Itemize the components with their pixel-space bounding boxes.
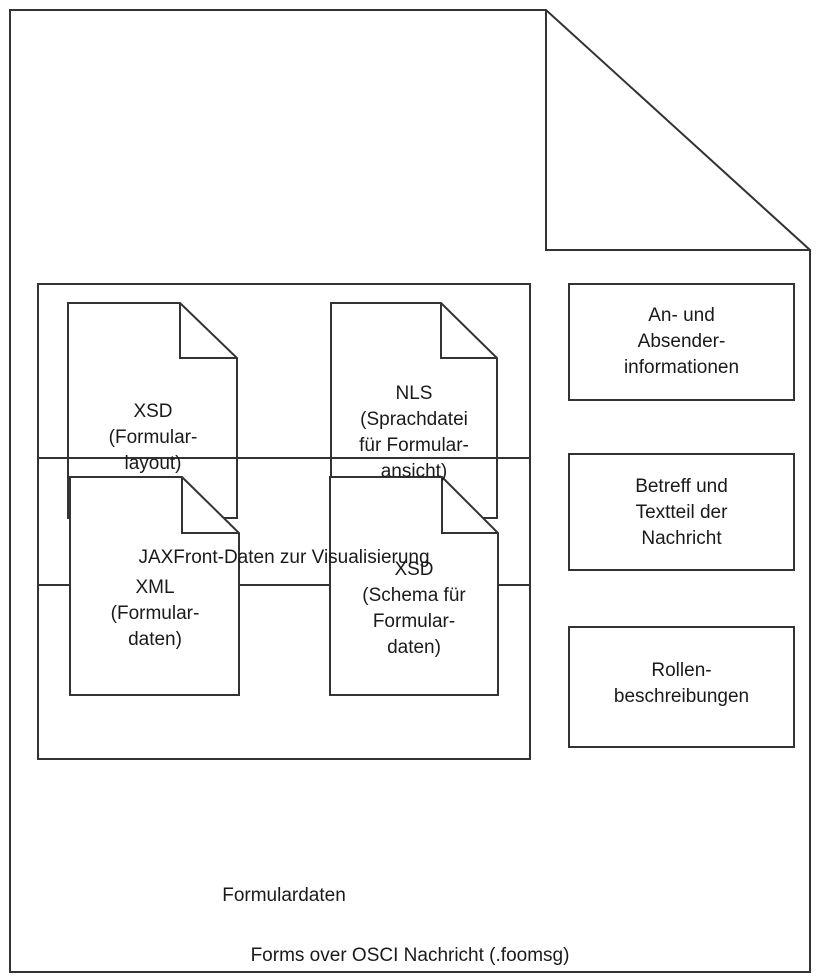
box-subject-text (568, 453, 795, 571)
file-icon-xsd-schema (329, 476, 499, 696)
visualization-group-caption: JAXFront-Daten zur Visualisierung (138, 547, 430, 568)
file-label-line: XSD (394, 559, 434, 580)
file-label-line: (Sprachdatei (360, 409, 468, 430)
box-label-line: Nachricht (641, 528, 722, 549)
file-label-line: ansicht) (380, 461, 448, 482)
box-role-descriptions-label: Rollen- beschreibungen (569, 658, 794, 710)
file-label-line: (Formular- (110, 603, 200, 624)
file-label-xsd-layout: XSD (Formular- layout) (78, 399, 228, 477)
file-label-line: daten) (128, 629, 182, 650)
file-label-line: XSD (133, 401, 173, 422)
file-icon-xml (69, 476, 240, 696)
file-label-xsd-schema: XSD (Schema für Formular- daten) (334, 557, 494, 661)
file-label-line: XML (135, 577, 175, 598)
file-label-line: NLS (395, 383, 433, 404)
box-label-line: Rollen- (651, 660, 712, 681)
file-label-line: daten) (387, 637, 441, 658)
box-label-line: Textteil der (635, 502, 728, 523)
file-label-line: Formular- (372, 611, 456, 632)
formdata-group-box-frame (37, 457, 531, 760)
box-label-line: An- und (648, 305, 715, 326)
box-subject-text-label: Betreff und Textteil der Nachricht (569, 474, 794, 552)
file-label-nls: NLS (Sprachdatei für Formular- ansicht) (334, 381, 494, 485)
box-label-line: informationen (623, 357, 740, 378)
box-role-descriptions (568, 626, 795, 748)
file-label-line: layout) (124, 453, 182, 474)
document-caption: Forms over OSCI Nachricht (.foomsg) (250, 945, 570, 966)
file-label-xml: XML (Formular- daten) (80, 575, 230, 653)
file-icon-xsd-layout (67, 302, 238, 519)
box-label-line: Absender- (637, 331, 726, 352)
file-label-line: (Schema für (362, 585, 466, 606)
box-sender-info-label: An- und Absender- informationen (569, 303, 794, 381)
formdata-group-caption: Formulardaten (222, 885, 346, 906)
box-label-line: beschreibungen (613, 686, 750, 707)
box-label-line: Betreff und (635, 476, 728, 497)
box-sender-info (568, 283, 795, 401)
file-label-line: für Formular- (359, 435, 469, 456)
outer-document-fold (545, 10, 810, 251)
file-label-line: (Formular- (108, 427, 198, 448)
visualization-group-box (37, 283, 531, 586)
